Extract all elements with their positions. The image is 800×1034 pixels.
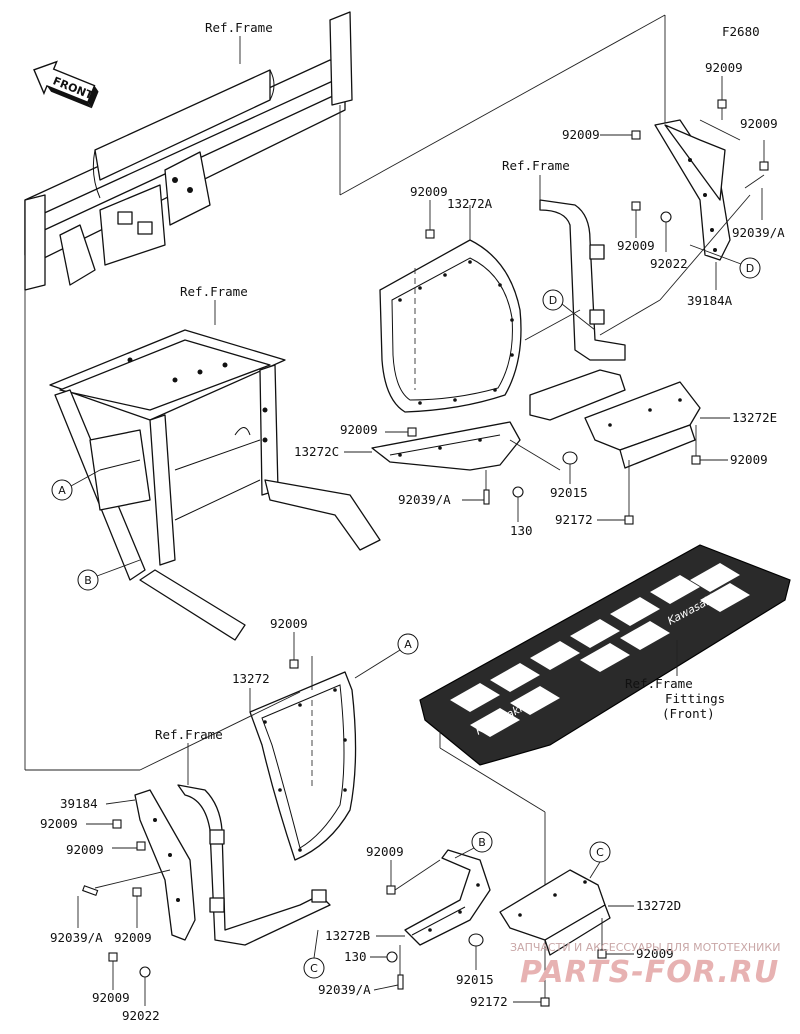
part-label: 92009	[636, 946, 674, 961]
part-label: 92039/A	[318, 982, 371, 997]
bolt-icon	[386, 885, 396, 895]
part-label: 92022	[650, 256, 688, 271]
part-label: 92009	[730, 452, 768, 467]
bolt-icon	[112, 819, 122, 829]
part-label: 92009	[705, 60, 743, 75]
ref-frame-fittings-1: Ref.Frame	[625, 676, 693, 691]
frame-bracket-lower	[177, 784, 331, 946]
grommet-icon	[468, 933, 484, 947]
grommet-icon	[562, 451, 578, 465]
part-label: 92009	[740, 116, 778, 131]
part-label: 92009	[40, 816, 78, 831]
plate-13272e	[584, 381, 701, 469]
guard-39184	[134, 789, 196, 941]
bolt-icon	[425, 229, 435, 239]
part-label: 13272	[232, 671, 270, 686]
main-frame	[49, 329, 381, 641]
callout-a-upper: A	[51, 469, 101, 501]
rivet-icon	[397, 974, 404, 990]
fender-13272a	[379, 239, 522, 413]
rivet-icon	[82, 885, 99, 896]
part-label: 130	[510, 523, 533, 538]
guard-39184a	[654, 119, 731, 261]
watermark-logo: PARTS-FOR.RU	[520, 955, 779, 990]
svg-text:C: C	[310, 962, 318, 975]
bolt-icon	[512, 486, 524, 498]
svg-text:B: B	[478, 836, 486, 849]
part-label: 92009	[66, 842, 104, 857]
part-label: 92009	[340, 422, 378, 437]
washer-icon	[660, 211, 672, 223]
part-label: 39184	[60, 796, 98, 811]
rivet-icon	[483, 489, 490, 505]
bolt-icon	[386, 951, 398, 963]
part-label: 92015	[456, 972, 494, 987]
part-label: 92039/A	[398, 492, 451, 507]
part-label: 92172	[470, 994, 508, 1009]
front-cross-member	[24, 11, 666, 770]
bolt-icon	[407, 427, 417, 437]
part-label: 13272A	[447, 196, 493, 211]
part-label: 13272C	[294, 444, 339, 459]
svg-text:A: A	[404, 638, 412, 651]
svg-text:D: D	[746, 262, 754, 275]
bolt-icon	[136, 841, 146, 851]
part-label: 92009	[270, 616, 308, 631]
ref-frame-label-main: Ref.Frame	[180, 284, 248, 299]
cover-13272b	[404, 849, 491, 946]
svg-text:A: A	[58, 484, 66, 497]
part-label: 92009	[366, 844, 404, 859]
figure-code: F2680	[722, 24, 760, 39]
part-label: 39184A	[687, 293, 733, 308]
plate-13272d	[499, 869, 611, 956]
bolt-icon	[631, 130, 641, 140]
ref-frame-label-right: Ref.Frame	[502, 158, 570, 173]
washer-icon	[139, 966, 151, 978]
bolt-icon	[540, 997, 550, 1007]
part-label: 92009	[114, 930, 152, 945]
part-label: 92172	[555, 512, 593, 527]
part-label: 13272E	[732, 410, 777, 425]
floor-mat: Kawasaki Kawasaki	[419, 544, 791, 766]
bolt-icon	[624, 515, 634, 525]
svg-text:C: C	[596, 846, 604, 859]
watermark-tagline: ЗАПЧАСТИ И АКСЕССУАРЫ ДЛЯ МОТОТЕХНИКИ	[510, 941, 780, 954]
bolt-icon	[289, 659, 299, 669]
ref-frame-label-top: Ref.Frame	[205, 20, 273, 35]
part-label: 92039/A	[732, 225, 785, 240]
callout-c-lower-right: C	[589, 841, 611, 879]
part-label: 92009	[92, 990, 130, 1005]
callout-b-upper: B	[77, 559, 141, 591]
frame-bracket-right	[529, 199, 626, 421]
bolt-icon	[631, 201, 641, 211]
part-label: 130	[344, 949, 367, 964]
fender-13272	[249, 671, 357, 861]
callout-c-lower-left: C	[303, 929, 325, 979]
part-label: 92009	[562, 127, 600, 142]
part-label: 92039/A	[50, 930, 103, 945]
ref-frame-fittings-2: Fittings	[665, 691, 725, 706]
part-label: 92009	[617, 238, 655, 253]
bolt-icon	[108, 952, 118, 962]
svg-text:B: B	[84, 574, 92, 587]
part-label: 13272B	[325, 928, 370, 943]
cover-13272c	[371, 421, 521, 471]
bolt-icon	[759, 161, 769, 171]
bolt-icon	[717, 99, 727, 109]
part-label: 13272D	[636, 898, 681, 913]
callout-b-lower: B	[454, 831, 493, 859]
part-label: 92015	[550, 485, 588, 500]
callout-d-right: D	[689, 244, 761, 279]
bolt-icon	[691, 455, 701, 465]
ref-frame-fittings-3: (Front)	[662, 706, 715, 721]
svg-text:D: D	[549, 294, 557, 307]
part-label: 92022	[122, 1008, 160, 1023]
callout-d-upper: D	[542, 289, 596, 331]
callout-a-lower: A	[397, 633, 419, 655]
part-label: 92009	[410, 184, 448, 199]
front-arrow-icon: FRONT	[33, 60, 99, 109]
bolt-icon	[132, 887, 142, 897]
